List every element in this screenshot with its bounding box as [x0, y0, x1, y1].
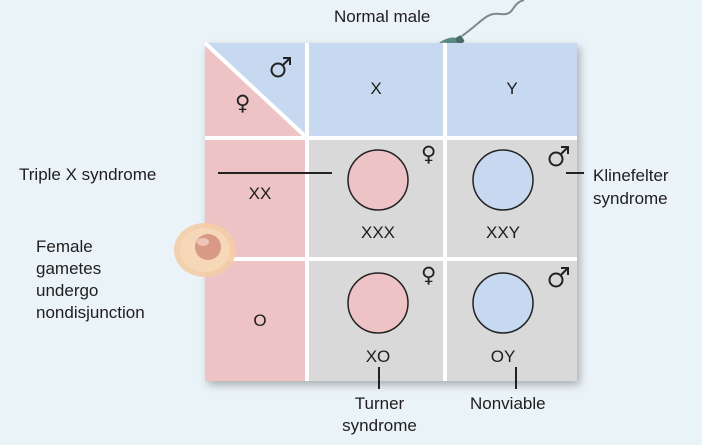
nonviable-label: Nonviable: [470, 394, 546, 413]
offspring-cell-xxx: ♀ XXX: [309, 140, 443, 257]
triple-x-leader-line: [218, 172, 332, 174]
klinefelter-label-line2: syndrome: [593, 189, 668, 208]
triple-x-syndrome-label: Triple X syndrome: [19, 165, 157, 184]
column-header-y: Y: [447, 43, 577, 136]
row-header-o: O: [205, 261, 305, 381]
offspring-cell-xo: ♀ XO: [309, 261, 443, 381]
klinefelter-leader-line: [566, 172, 584, 174]
normal-male-label: Normal male: [334, 7, 431, 26]
male-symbol-icon: [269, 55, 291, 78]
nonviable-leader-line: [515, 367, 517, 389]
column-header-x: X: [309, 43, 443, 136]
female-symbol-icon: ♀: [235, 91, 251, 115]
klinefelter-label-line1: Klinefelter: [593, 166, 669, 185]
male-symbol-icon: [547, 265, 569, 288]
offspring-cell-xxy: XXY: [447, 140, 577, 257]
female-symbol-icon: ♀: [421, 142, 437, 166]
female-gametes-label: Female gametes undergo nondisjunction: [36, 237, 145, 322]
corner-cell: [203, 41, 307, 138]
offspring-cell-oy: OY: [447, 261, 577, 381]
female-symbol-icon: ♀: [421, 263, 437, 287]
turner-syndrome-label: Turner syndrome: [342, 394, 417, 435]
punnett-square: ♀ X Y XX O ♀ XXX XXY ♀: [203, 41, 577, 381]
turner-leader-line: [378, 367, 380, 389]
male-symbol-icon: [547, 144, 569, 167]
